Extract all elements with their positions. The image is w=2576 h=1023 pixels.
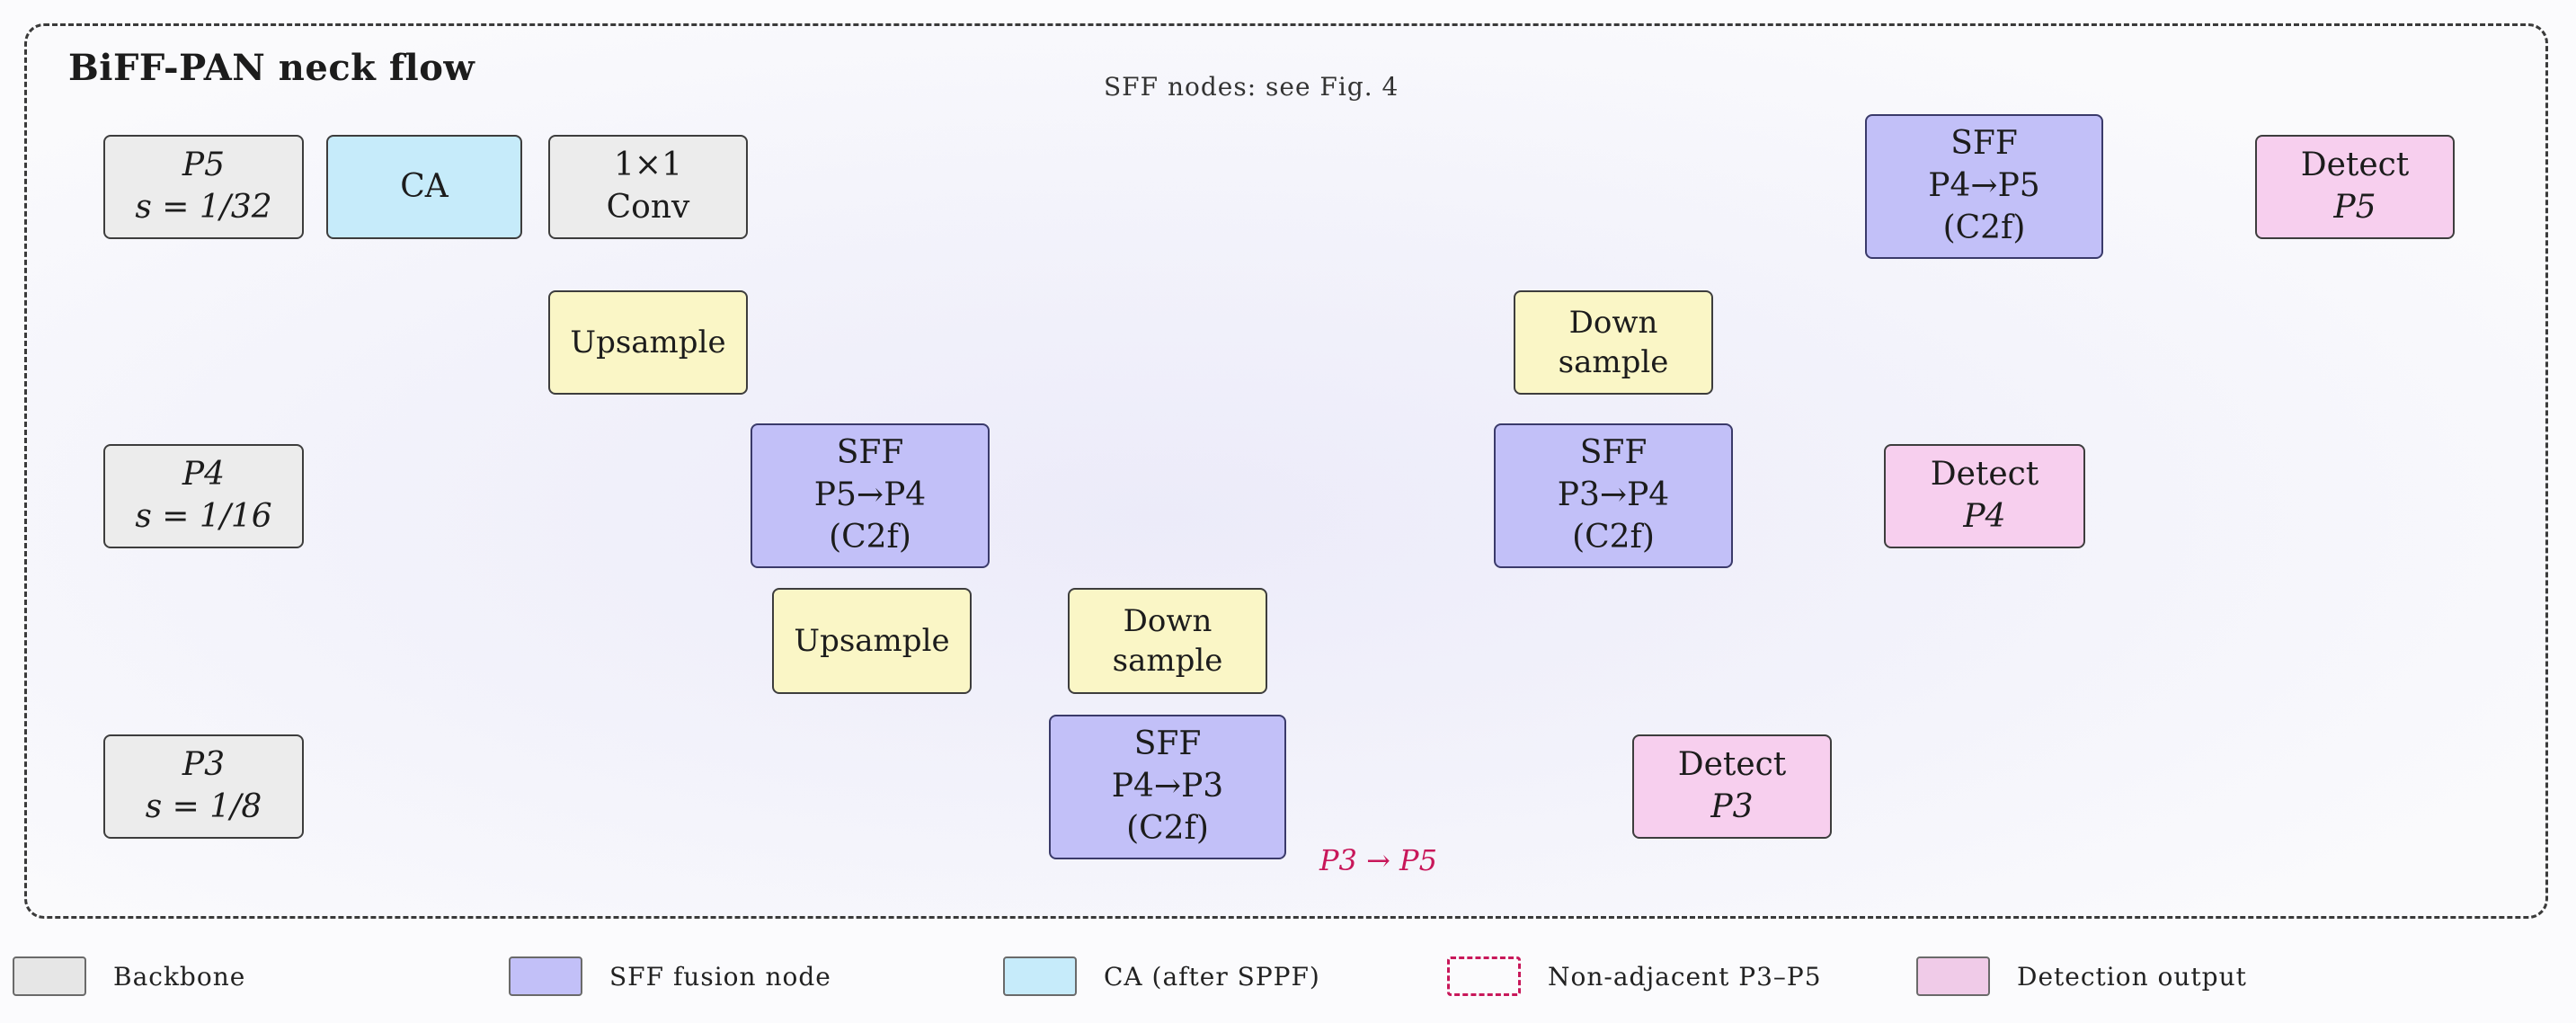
backbone-p5-node: P5 s = 1/32 [103, 135, 304, 239]
downsample-top-line2: sample [1558, 344, 1669, 380]
sff-p4-p5-node: SFF P4→P5 (C2f) [1865, 114, 2103, 259]
legend-ca-label: CA (after SPPF) [1104, 961, 1320, 992]
diagram-title: BiFF-PAN neck flow [68, 47, 475, 89]
legend-backbone-label: Backbone [113, 961, 246, 992]
downsample-top-line1: Down [1568, 304, 1658, 341]
detect-p3-label: Detect [1677, 746, 1787, 784]
detect-p3-node: Detect P3 [1632, 734, 1832, 839]
detect-p5-node: Detect P5 [2255, 135, 2455, 239]
sff-p4-p5-title: SFF [1950, 125, 2018, 163]
upsample-top-node: Upsample [548, 290, 748, 395]
sff-p4-p3-node: SFF P4→P3 (C2f) [1049, 715, 1286, 859]
ca-label: CA [400, 167, 449, 205]
conv-node: 1×1 Conv [548, 135, 748, 239]
backbone-p3-scale: s = 1/8 [145, 788, 262, 825]
sff-p3-p4-node: SFF P3→P4 (C2f) [1494, 423, 1733, 568]
sff-p4-p3-title: SFF [1133, 725, 1202, 763]
backbone-p4-label: P4 [182, 456, 226, 494]
conv-line2: Conv [606, 189, 690, 226]
legend-ca: CA (after SPPF) [1003, 955, 1320, 998]
sff-p4-p3-block: (C2f) [1126, 809, 1209, 847]
legend-skip: Non-adjacent P3–P5 [1447, 955, 1822, 998]
legend-detect-swatch [1916, 956, 1990, 996]
sff-p3-p4-flow: P3→P4 [1557, 476, 1670, 514]
upsample-bottom-label: Upsample [794, 622, 950, 659]
sff-p4-p5-flow: P4→P5 [1928, 167, 2040, 205]
detect-p5-label: Detect [2300, 147, 2410, 184]
backbone-p3-label: P3 [182, 746, 226, 784]
detect-p4-node: Detect P4 [1884, 444, 2085, 548]
legend-backbone-swatch [13, 956, 86, 996]
backbone-p4-node: P4 s = 1/16 [103, 444, 304, 548]
sff-p4-p5-block: (C2f) [1942, 209, 2026, 246]
legend-ca-swatch [1003, 956, 1077, 996]
sff-p3-p4-block: (C2f) [1572, 518, 1655, 556]
downsample-bottom-line1: Down [1123, 602, 1212, 639]
detect-p4-label: Detect [1930, 456, 2039, 494]
ca-node: CA [326, 135, 522, 239]
skip-connection-label: P3 → P5 [1319, 843, 1437, 877]
backbone-p3-node: P3 s = 1/8 [103, 734, 304, 839]
conv-line1: 1×1 [614, 147, 682, 184]
legend-detect: Detection output [1916, 955, 2247, 998]
sff-p5-p4-flow: P5→P4 [813, 476, 927, 514]
legend-detect-label: Detection output [2017, 961, 2247, 992]
sff-p5-p4-node: SFF P5→P4 (C2f) [751, 423, 990, 568]
legend-sff-label: SFF fusion node [609, 961, 831, 992]
detect-p5-level: P5 [2333, 189, 2376, 226]
sff-note: SFF nodes: see Fig. 4 [1104, 72, 1399, 102]
legend-sff: SFF fusion node [509, 955, 831, 998]
downsample-bottom-line2: sample [1112, 643, 1223, 679]
backbone-p5-label: P5 [182, 147, 226, 184]
backbone-p5-scale: s = 1/32 [135, 189, 272, 226]
legend-skip-swatch [1447, 956, 1521, 996]
legend-backbone: Backbone [13, 955, 245, 998]
downsample-top-node: Down sample [1514, 290, 1713, 395]
upsample-bottom-node: Upsample [772, 588, 972, 694]
legend-sff-swatch [509, 956, 582, 996]
upsample-top-label: Upsample [570, 324, 726, 360]
backbone-p4-scale: s = 1/16 [135, 498, 272, 535]
detect-p4-level: P4 [1963, 498, 2006, 535]
sff-p5-p4-block: (C2f) [829, 518, 911, 556]
sff-p5-p4-title: SFF [836, 434, 904, 472]
sff-p4-p3-flow: P4→P3 [1111, 768, 1224, 805]
detect-p3-level: P3 [1710, 788, 1754, 825]
legend-skip-label: Non-adjacent P3–P5 [1548, 961, 1822, 992]
downsample-bottom-node: Down sample [1068, 588, 1267, 694]
sff-p3-p4-title: SFF [1579, 434, 1648, 472]
